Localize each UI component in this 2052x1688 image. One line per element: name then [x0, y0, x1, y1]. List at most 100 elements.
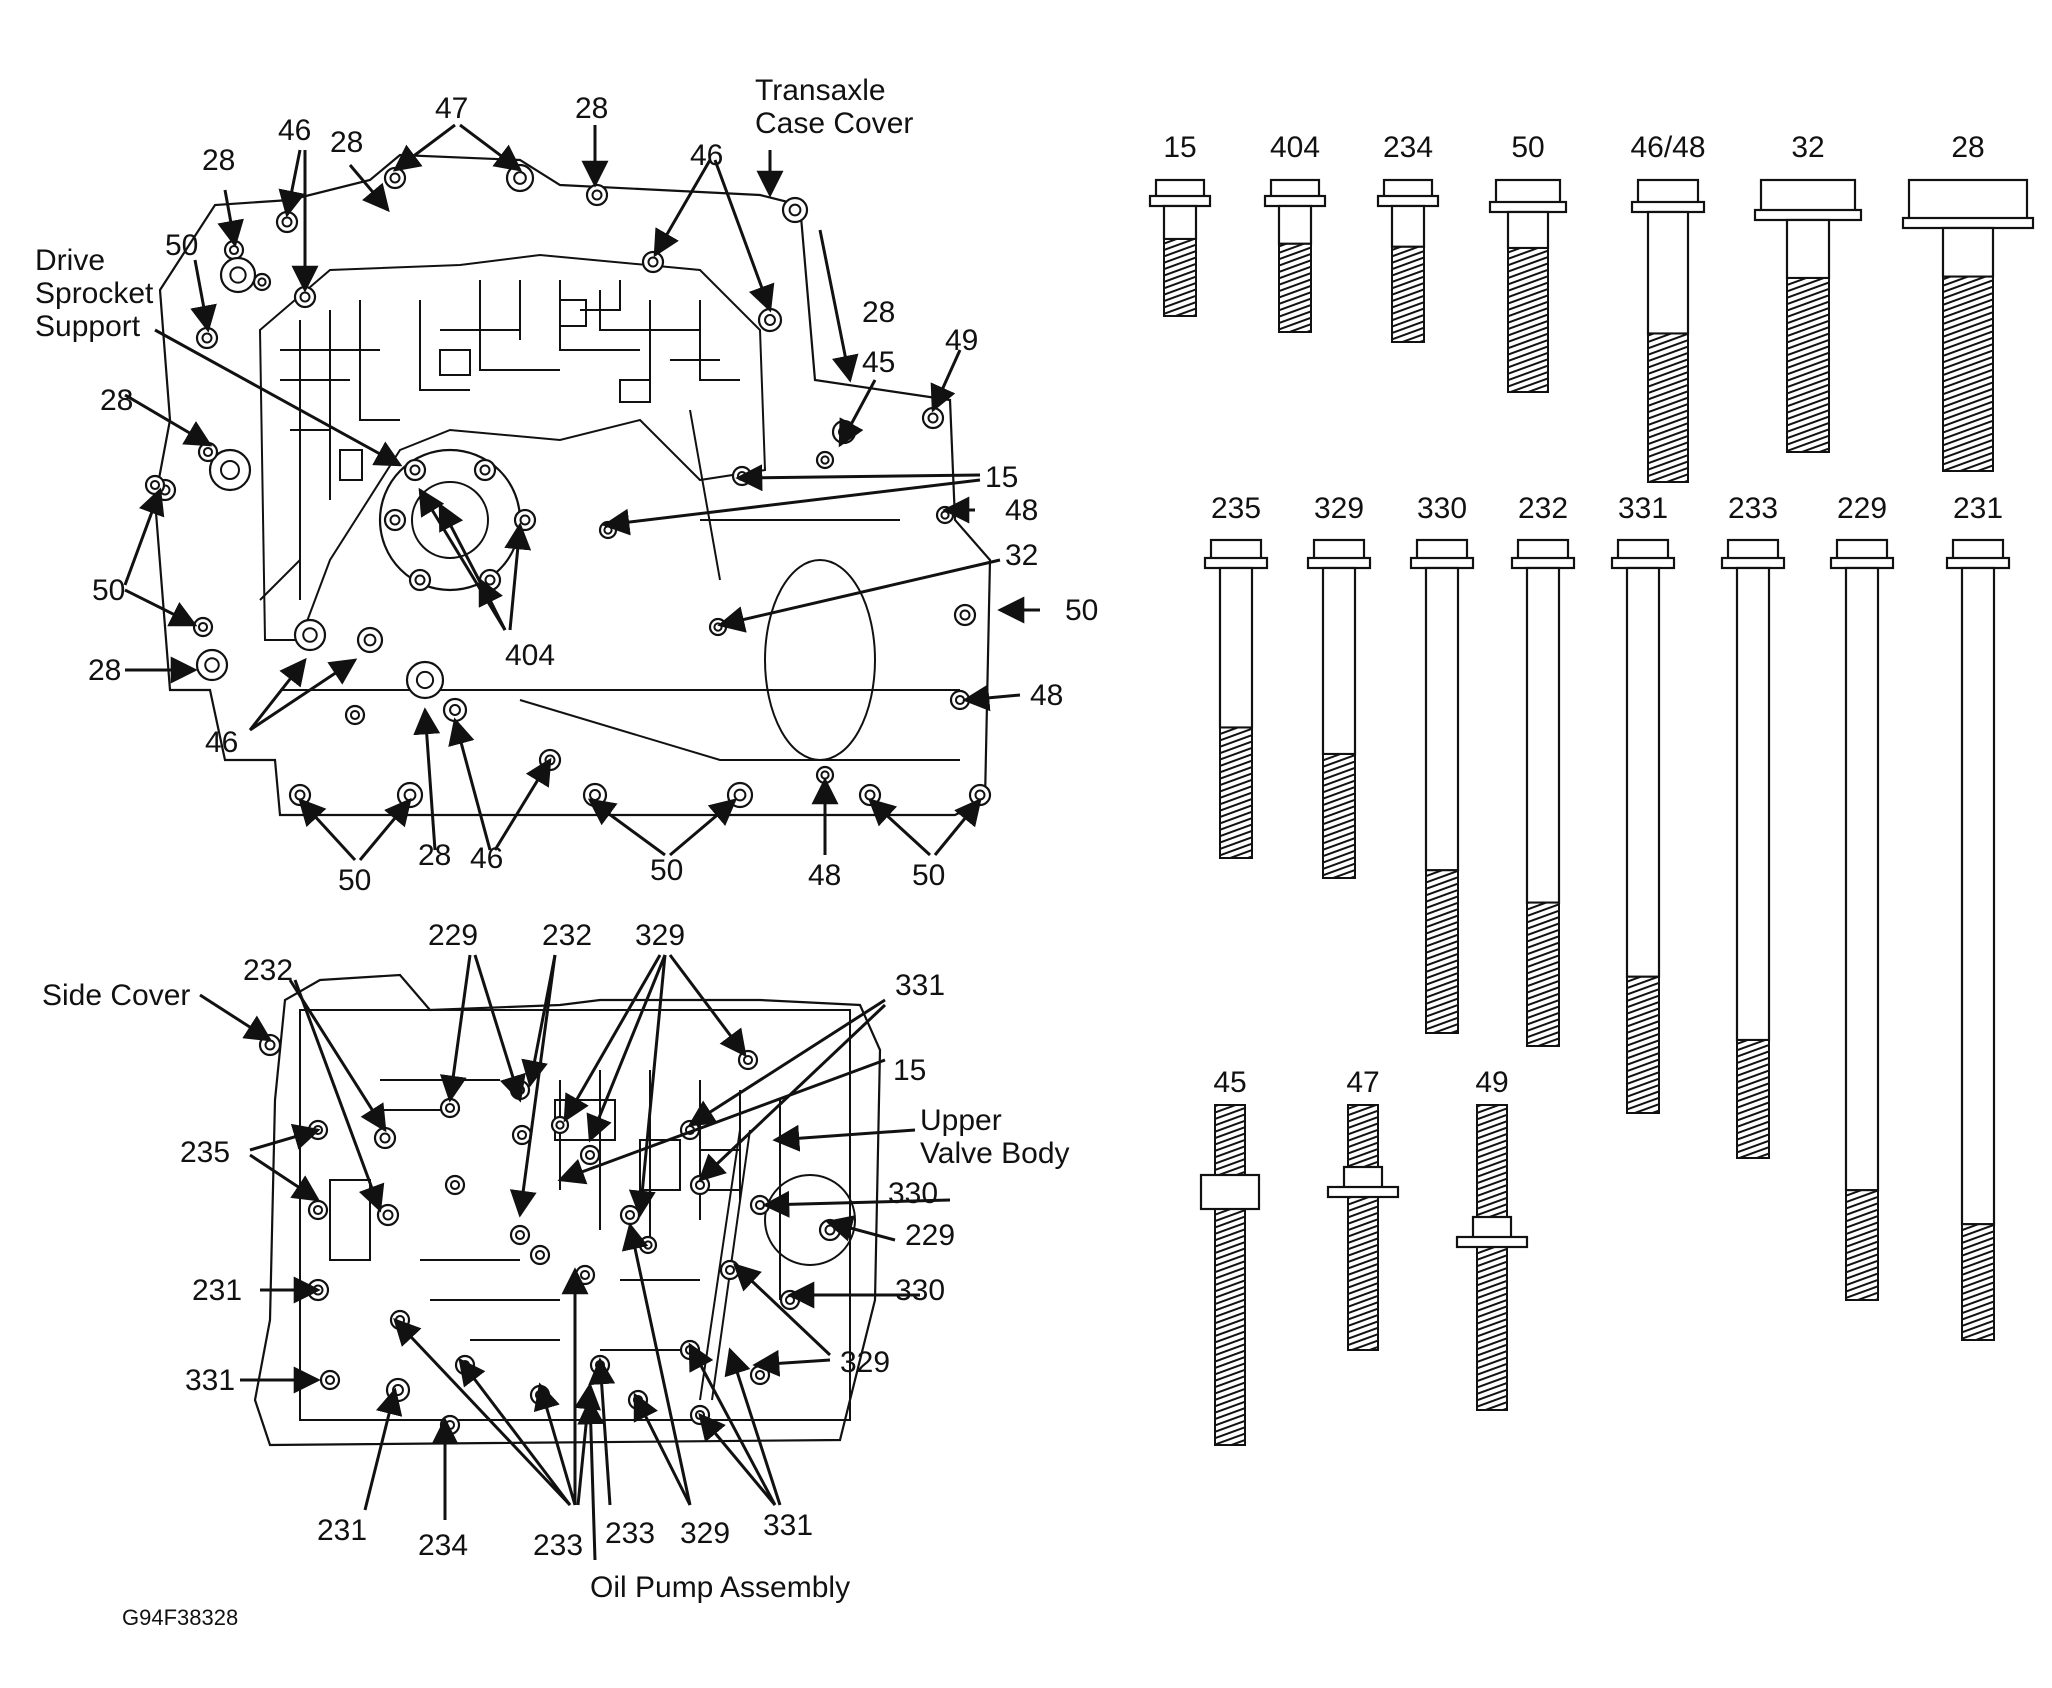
bolt-shank: [1735, 566, 1771, 1042]
case-bolt-boss: [192, 616, 214, 638]
case-bolt-boss: [403, 458, 427, 482]
bolt-shank: [1844, 566, 1880, 1192]
bolt-label: 32: [1791, 131, 1824, 164]
bolt-flange: [1510, 556, 1576, 570]
label-331-b: 331: [763, 1509, 813, 1542]
label-234: 234: [418, 1529, 468, 1562]
bolt-flange: [1630, 200, 1706, 214]
side-cover-bolt-boss-hole: [514, 1229, 526, 1241]
case-bolt-boss: [383, 166, 407, 190]
case-bolt-boss-hole: [513, 171, 527, 185]
side-cover-bolt-boss-hole: [534, 1249, 546, 1261]
bottom-view-leaders: [199, 954, 951, 1561]
case-bolt-boss: [195, 648, 229, 682]
label-15-top: 15: [985, 461, 1018, 494]
side-cover-bolt-boss: [579, 1144, 601, 1166]
case-bolt-boss-hole: [449, 704, 461, 716]
side-cover-bolt-boss-hole: [516, 1129, 528, 1141]
side-cover-bolt-boss: [439, 1097, 461, 1119]
bolt-label: 49: [1475, 1066, 1508, 1099]
top-view-leaders: [123, 123, 1040, 862]
bolt-flange: [1610, 556, 1676, 570]
stud-flange: [1455, 1235, 1529, 1249]
side-cover-view: [253, 973, 882, 1447]
bolt-head: [1907, 178, 2029, 222]
case-bolt-boss: [815, 450, 835, 470]
case-bolt-boss: [473, 458, 497, 482]
side-cover-bolt-boss: [509, 1224, 531, 1246]
side-cover-bolt-boss: [307, 1199, 329, 1221]
case-bolt-boss-hole: [820, 455, 830, 465]
bolt-232: 232: [1510, 492, 1576, 1047]
label-45: 45: [862, 346, 895, 379]
label-46-b2: 46: [470, 842, 503, 875]
label-46-tr: 46: [690, 139, 723, 172]
label-330-1: 330: [888, 1177, 938, 1210]
bolt-flange: [1945, 556, 2011, 570]
label-404: 404: [505, 639, 555, 672]
stud-collar: [1471, 1215, 1513, 1241]
case-bolt-boss: [219, 256, 257, 294]
bolt-thread: [1526, 901, 1560, 1047]
bolt-233: 233: [1720, 492, 1786, 1159]
label-28-l2: 28: [100, 384, 133, 417]
label-28-top: 28: [575, 92, 608, 125]
bolt-thread: [1163, 238, 1197, 317]
stud-thread: [1214, 1104, 1246, 1446]
case-bolt-boss-hole: [257, 277, 267, 287]
bolt-label: 28: [1951, 131, 1984, 164]
bolt-thread: [1507, 247, 1549, 393]
bolt-label: 233: [1728, 492, 1778, 525]
label-upper-valve-body-1: Upper: [920, 1104, 1002, 1137]
case-bolt-boss: [356, 626, 384, 654]
label-28-r: 28: [862, 296, 895, 329]
label-232-t: 232: [542, 919, 592, 952]
case-bolt-boss-hole: [959, 609, 971, 621]
case-bolt-boss: [197, 441, 219, 463]
label-49: 49: [945, 324, 978, 357]
label-48-b: 48: [808, 859, 841, 892]
label-drive-sprocket-1: Drive: [35, 244, 105, 277]
label-28-l3: 28: [88, 654, 121, 687]
bolt-label: 50: [1511, 131, 1544, 164]
label-28-b: 28: [418, 839, 451, 872]
bolt-404: 404: [1263, 131, 1327, 333]
bolt-shank: [1321, 566, 1357, 756]
label-28-tl: 28: [330, 126, 363, 159]
stud-nut: [1199, 1173, 1261, 1211]
bolt-47: 47: [1326, 1066, 1400, 1351]
case-bolt-boss: [293, 618, 327, 652]
case-bolt-boss-hole: [220, 460, 240, 480]
stud-thread: [1347, 1104, 1379, 1351]
bolt-flange: [1829, 556, 1895, 570]
transaxle-case-view: [144, 153, 992, 817]
case-bolt-boss-hole: [202, 446, 214, 458]
label-50-b3: 50: [912, 859, 945, 892]
side-cover-bolt-boss-hole: [324, 1374, 336, 1386]
case-bolt-boss-hole: [201, 332, 213, 344]
side-cover-bore: [764, 1174, 856, 1266]
label-331-l: 331: [185, 1364, 235, 1397]
label-upper-valve-body-2: Valve Body: [920, 1137, 1070, 1170]
bolt-shank: [1424, 566, 1460, 872]
label-drive-sprocket-3: Support: [35, 310, 141, 343]
case-bolt-boss: [405, 660, 445, 700]
side-cover-bolt-boss: [529, 1244, 551, 1266]
label-oil-pump-assembly: Oil Pump Assembly: [590, 1571, 850, 1604]
bolt-label: 235: [1211, 492, 1261, 525]
case-bolt-boss: [442, 697, 468, 723]
bolt-thread: [1647, 332, 1689, 483]
case-ribs: [280, 519, 960, 761]
bolt-head: [1759, 178, 1857, 214]
bolt-label: 15: [1163, 131, 1196, 164]
side-cover-bolt-boss: [319, 1369, 341, 1391]
bolt-shank: [1162, 204, 1198, 241]
bolt-thread: [1391, 245, 1425, 343]
bolt-label: 232: [1518, 492, 1568, 525]
label-50-l1: 50: [165, 229, 198, 262]
bolt-229: 229: [1829, 492, 1895, 1301]
bolt-label: 331: [1618, 492, 1668, 525]
bolt-234: 234: [1376, 131, 1440, 343]
side-cover-bolt-boss: [749, 1364, 771, 1386]
